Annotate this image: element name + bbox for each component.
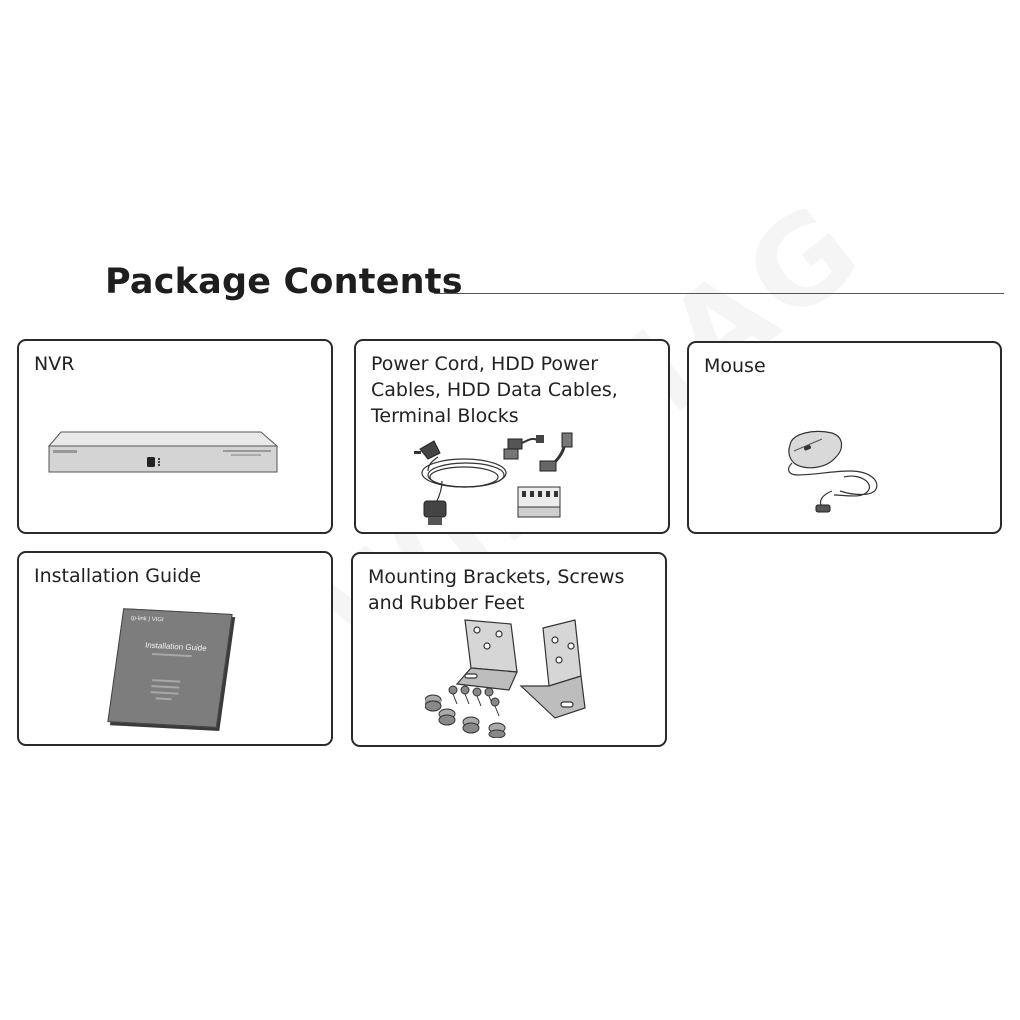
guide-booklet-icon: tp-link | VIGI Installation Guide (107, 608, 233, 728)
item-card-installation-guide: Installation Guide tp-link | VIGI Instal… (17, 551, 333, 746)
guide-subtext-line (150, 691, 179, 695)
guide-subtext-line (151, 685, 180, 689)
item-label: Installation Guide (34, 565, 202, 587)
item-card-mounting-brackets: Mounting Brackets, Screws and Rubber Fee… (351, 552, 667, 747)
mouse-icon (788, 430, 878, 513)
guide-subtext-line (152, 679, 181, 683)
page-title: Package Contents (105, 262, 463, 302)
title-divider (434, 293, 1004, 294)
guide-subtext-line (151, 652, 192, 658)
guide-heading: Installation Guide (144, 640, 208, 653)
brackets-screws-icon (425, 619, 586, 738)
item-label: Mouse (704, 355, 766, 377)
item-card-mouse: Mouse (687, 341, 1002, 534)
cables-icon (414, 432, 573, 525)
guide-brand: tp-link | VIGI (130, 615, 164, 624)
item-card-cables: Power Cord, HDD Power Cables, HDD Data C… (354, 339, 670, 534)
item-card-nvr: NVR (17, 339, 333, 534)
item-label: Mounting Brackets, Screws and Rubber Fee… (368, 566, 625, 614)
guide-subtext-line (155, 697, 172, 701)
item-label: NVR (34, 353, 75, 375)
item-label: Power Cord, HDD Power Cables, HDD Data C… (371, 353, 618, 427)
nvr-device-icon (47, 431, 279, 473)
